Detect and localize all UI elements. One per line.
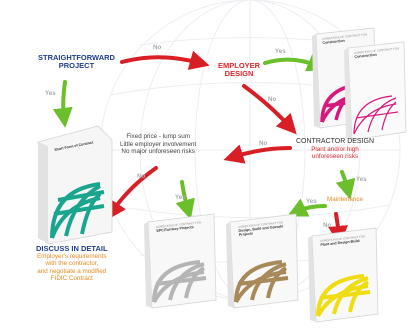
straightforward-line1: STRAIGHTFORWARD (38, 53, 115, 62)
edge-label-note-epc: Yes (175, 194, 186, 201)
globe-icon-teal (50, 182, 105, 239)
employer-design-line2: DESIGN (224, 69, 254, 78)
arrow-maintenance-to-design-build (287, 198, 327, 217)
contractor-design-title: CONTRACTOR DESIGN (296, 138, 375, 145)
book-epc (144, 213, 217, 309)
contractor-design-sub2: unforeseen risks (311, 153, 359, 161)
edge-label-sf-short: Yes (45, 90, 56, 97)
discuss-line-1: Employer's requirements (37, 253, 107, 260)
globe-icon-grey (152, 260, 207, 304)
note-line-3: No major unforeseen risks (121, 148, 195, 156)
fixed-price-note: Fixed price - lump sum Little employer i… (120, 133, 196, 156)
note-line-1: Fixed price - lump sum (126, 133, 190, 140)
edge-label-maintenance-design-build: Yes (306, 198, 317, 205)
maintenance-label: Maintenance (327, 196, 364, 203)
edge-label-employer-books: Yes (275, 48, 286, 55)
globe-icon-outline (353, 95, 399, 135)
arrow-contractor-to-note (223, 144, 292, 164)
straightforward-line2: PROJECT (58, 61, 95, 70)
discuss-in-detail-label: DISCUSS IN DETAIL Employer's requirement… (36, 245, 108, 283)
book-plant-design (308, 227, 379, 323)
arrow-contractor-to-maintenance (335, 170, 356, 200)
discuss-line-2: with the contractor, (45, 260, 99, 268)
employer-design-label: EMPLOYER DESIGN (218, 62, 260, 78)
globe-icon-yellow (316, 274, 371, 318)
straightforward-project-label: STRAIGHTFORWARD PROJECT (38, 54, 115, 70)
arrow-employer-to-contractor (242, 84, 297, 135)
contractor-design-label: CONTRACTOR DESIGN Plant and/or high unfo… (296, 138, 374, 161)
arrow-sf-to-employer (120, 50, 210, 70)
employer-design-line1: EMPLOYER (218, 61, 261, 70)
discuss-title: DISCUSS IN DETAIL (36, 244, 108, 253)
book-short-form (37, 125, 113, 245)
arrow-employer-to-books (263, 52, 328, 72)
note-line-2: Little employer involvement (120, 140, 197, 148)
discuss-line-3: and negotiate a modified (37, 267, 107, 275)
globe-icon-brown (234, 260, 289, 304)
edge-label-contractor-note: No (259, 140, 268, 147)
arrow-note-to-epc (175, 180, 195, 220)
edge-label-employer-contractor: No (268, 96, 277, 103)
edge-label-contractor-maintenance: Yes (356, 176, 367, 183)
arrow-note-to-discuss (106, 166, 158, 221)
discuss-line-4: FIDIC Contract (50, 275, 93, 283)
contractor-design-sub1: Plant and/or high (311, 146, 359, 154)
edge-label-maintenance-plant: No (323, 222, 332, 229)
book-design-build (226, 213, 299, 309)
arrow-sf-to-short (52, 80, 73, 128)
book-construction-b (344, 41, 407, 141)
edge-label-to-discuss: No (137, 173, 146, 180)
edge-label-sf-employer: No (153, 44, 162, 51)
arrows (52, 50, 356, 246)
